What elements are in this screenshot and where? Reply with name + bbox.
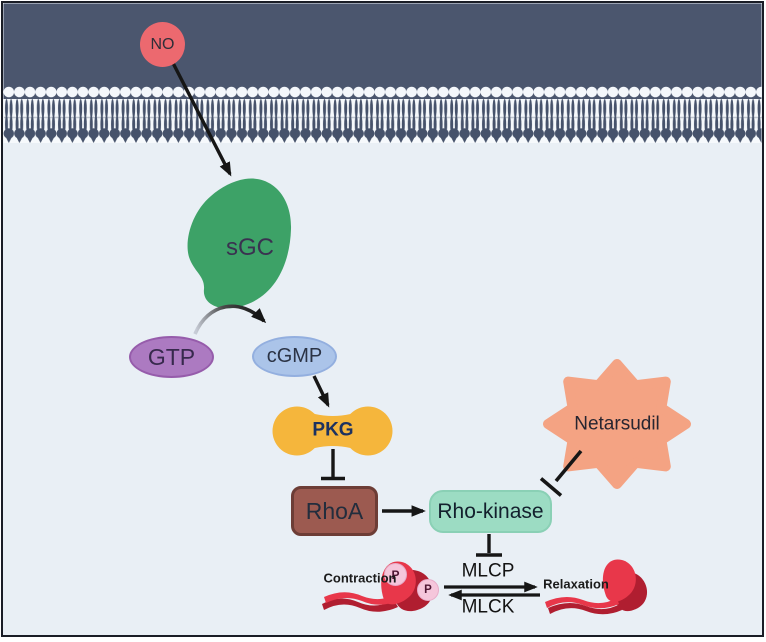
contraction-label: Contraction — [323, 570, 397, 586]
sgc-shape — [187, 178, 292, 309]
phosphate-label: P — [391, 567, 400, 582]
arrow-cgmp-to-pkg — [312, 375, 330, 408]
no-label: NO — [150, 35, 175, 53]
cgmp-label: cGMP — [266, 345, 323, 367]
tbar-netarsudil-to-rhokinase — [539, 449, 583, 497]
phosphate-label: P — [424, 584, 432, 596]
pkg-label: PKG — [312, 419, 354, 441]
rhoa-label: RhoA — [305, 497, 364, 524]
tbar-pkg-to-rhoa — [321, 449, 345, 481]
phosphate-badge-1: P — [384, 563, 407, 586]
netarsudil-shape — [543, 359, 691, 489]
contracted-myosin-shape — [322, 561, 433, 612]
arrow-gtp-to-cgmp — [193, 304, 267, 335]
no-node: NO — [140, 22, 185, 67]
arrow-no-to-sgc — [171, 62, 232, 177]
relaxation-label: Relaxation — [543, 576, 609, 592]
phosphate-badge-2: P — [417, 579, 439, 601]
gtp-label: GTP — [147, 343, 196, 370]
netarsudil-label: Netarsudil — [574, 413, 660, 435]
pkg-shape — [272, 406, 393, 456]
rho-kinase-node: Rho-kinase — [429, 490, 552, 533]
cgmp-node: cGMP — [252, 336, 337, 377]
rhoa-node: RhoA — [291, 486, 378, 536]
gtp-node: GTP — [129, 336, 214, 378]
relaxed-myosin-shape — [545, 559, 648, 615]
lipid-bilayer — [3, 83, 762, 144]
mlcp-label: MLCP — [461, 560, 515, 582]
sgc-label: sGC — [226, 234, 274, 261]
rho-kinase-label: Rho-kinase — [437, 499, 544, 523]
tbar-rhokinase-to-mlcp — [476, 534, 502, 557]
mlck-label: MLCK — [461, 596, 515, 618]
